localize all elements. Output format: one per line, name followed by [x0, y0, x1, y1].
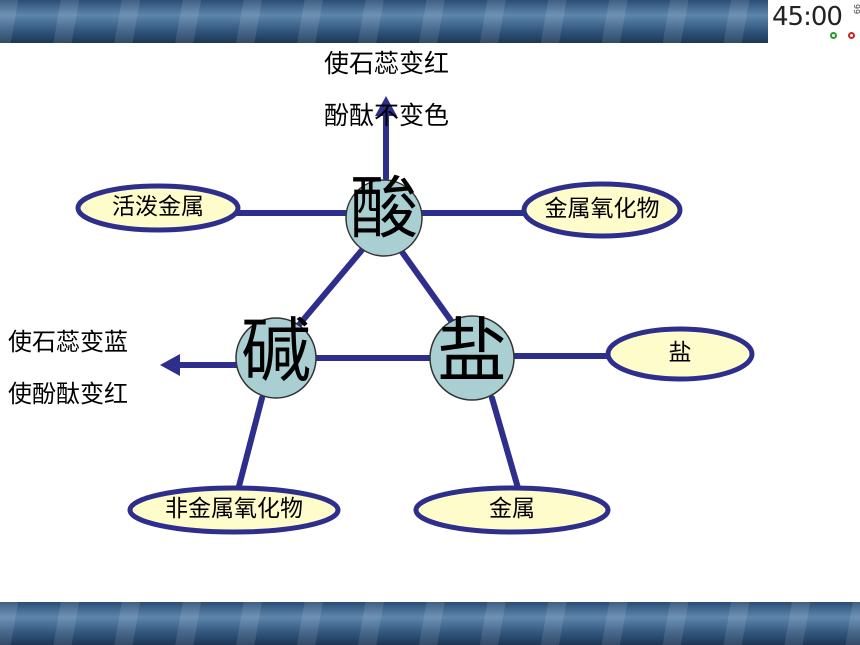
- link-acid-base: [295, 247, 365, 329]
- acid-indicator-line1: 使石蕊变红: [324, 49, 450, 78]
- node-base-circle: [235, 317, 317, 399]
- link-salt-metal: [489, 395, 521, 491]
- timer-side-label: 99: [852, 4, 860, 15]
- node-acid: 酸: [349, 170, 418, 249]
- arrowhead-up: [375, 96, 397, 116]
- base-indicator-line2: 使酚酞变红: [8, 380, 128, 408]
- node-acid-circle: [345, 179, 423, 257]
- oval-metal-oxide-shape: [521, 181, 683, 239]
- oval-metal-shape: [413, 485, 611, 535]
- oval-active-metal: 活泼金属: [112, 194, 204, 220]
- node-salt-circle: [429, 315, 515, 401]
- link-base-nonmetal-oxide: [235, 395, 265, 493]
- oval-nonmetal-oxide: 非金属氧化物: [165, 496, 303, 522]
- arrowhead-left: [160, 354, 180, 376]
- link-acid-salt: [399, 249, 455, 325]
- timer-stop-icon[interactable]: [848, 32, 855, 39]
- bottom-banner: [0, 602, 860, 645]
- oval-salt-shape: [605, 326, 755, 382]
- oval-salt: 盐: [668, 340, 692, 366]
- base-indicator-line1: 使石蕊变蓝: [8, 328, 128, 356]
- oval-metal-oxide: 金属氧化物: [544, 196, 660, 222]
- node-salt: 盐: [437, 310, 507, 392]
- timer-start-icon[interactable]: [830, 32, 837, 39]
- timer-panel: [768, 0, 860, 43]
- oval-nonmetal-oxide-shape: [127, 485, 341, 535]
- node-base: 碱: [241, 310, 311, 392]
- countdown-timer[interactable]: 45:00: [772, 2, 843, 32]
- oval-active-metal-shape: [75, 183, 241, 233]
- acid-indicator-line2: 酚酞不变色: [324, 101, 450, 130]
- oval-metal: 金属: [489, 496, 535, 522]
- top-banner: [0, 0, 860, 43]
